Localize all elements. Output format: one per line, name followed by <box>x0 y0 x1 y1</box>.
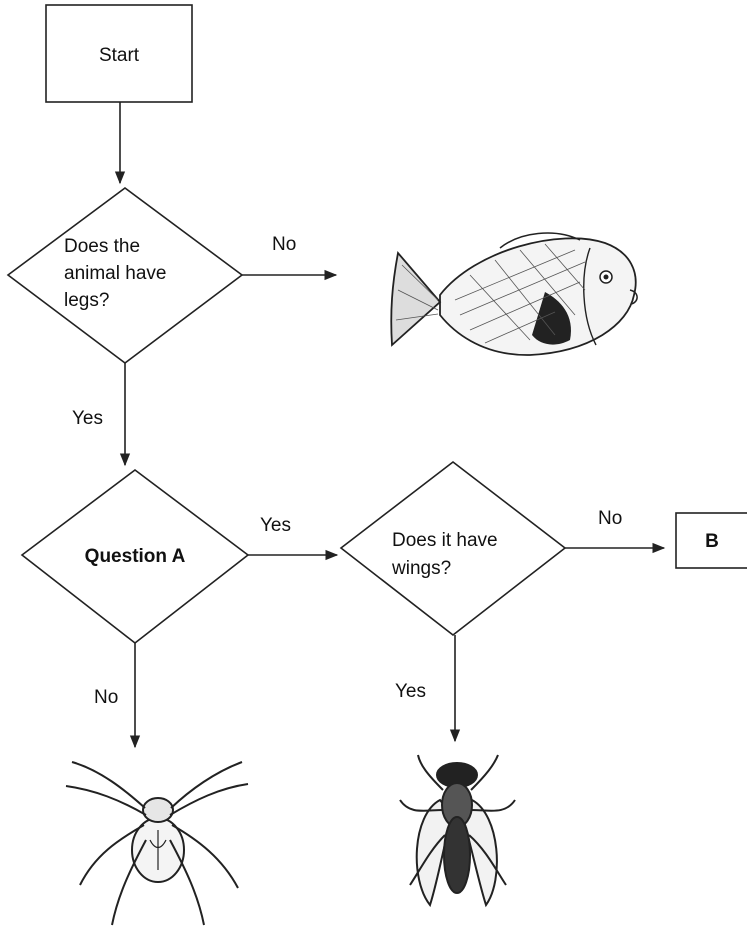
fly-illustration <box>399 754 516 908</box>
edge-label-legs-yes: Yes <box>72 408 103 429</box>
decision-wings-line-2: wings? <box>391 558 451 579</box>
edge-label-wings-no: No <box>598 508 622 529</box>
fish-illustration <box>390 232 638 356</box>
edge-label-legs-no: No <box>272 234 296 255</box>
result-b-label: B <box>705 531 719 552</box>
edge-label-wings-yes: Yes <box>395 681 426 702</box>
start-label: Start <box>99 45 140 66</box>
decision-legs-line-2: animal have <box>64 263 166 284</box>
edge-label-question-a-yes: Yes <box>260 515 291 536</box>
spider-illustration <box>65 761 249 926</box>
decision-legs-line-1: Does the <box>64 236 140 257</box>
start-node: Start <box>45 4 193 103</box>
decision-legs: Does the animal have legs? <box>6 187 244 365</box>
edge-label-question-a-no: No <box>94 687 118 708</box>
decision-question-a: Question A <box>20 468 250 645</box>
decision-wings: Does it have wings? <box>339 460 567 637</box>
decision-wings-line-1: Does it have <box>392 530 498 551</box>
decision-question-a-label: Question A <box>85 546 186 567</box>
decision-legs-line-3: legs? <box>64 290 109 311</box>
result-b-node: B <box>675 512 747 569</box>
